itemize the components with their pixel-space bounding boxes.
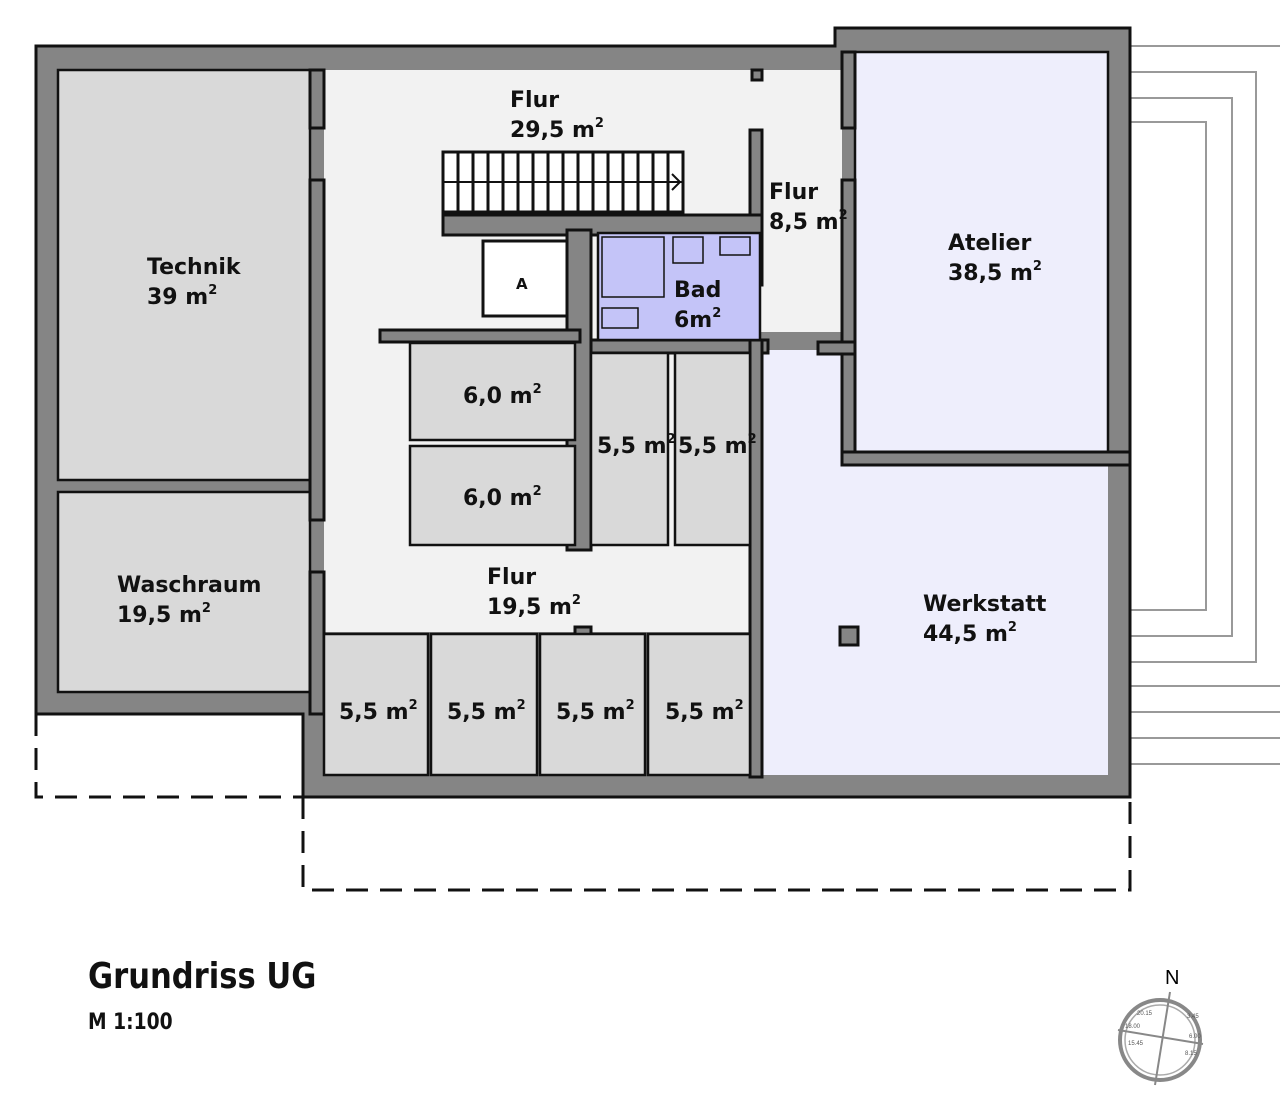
plan-scale: M 1:100 [88,1010,173,1035]
label-lift: A [516,275,528,293]
plan-title: Grundriss UG [88,956,317,997]
compass-north: N [1165,967,1179,989]
room-bad [596,231,762,342]
label-storage-4: 5,5 m2 [678,432,757,459]
label-storage-8: 5,5 m2 [665,698,744,725]
room-waschraum [56,490,312,694]
dashed-outline [34,714,1132,892]
svg-text:8.15: 8.15 [1185,1051,1197,1057]
svg-text:18.00: 18.00 [1125,1024,1141,1030]
svg-text:20.15: 20.15 [1137,1011,1153,1017]
compass-icon: N 20.15 18.00 15.45 3.45 6.00 8.15 [1117,967,1204,1086]
label-storage-3: 5,5 m2 [597,432,676,459]
storage-rooms [322,341,752,777]
label-storage-7: 5,5 m2 [556,698,635,725]
label-storage-2: 6,0 m2 [463,484,542,511]
svg-text:3.45: 3.45 [1187,1014,1199,1020]
room-atelier [853,50,1110,454]
label-storage-6: 5,5 m2 [447,698,526,725]
lift-shaft [481,239,569,318]
label-storage-5: 5,5 m2 [339,698,418,725]
label-storage-1: 6,0 m2 [463,382,542,409]
svg-text:6.00: 6.00 [1189,1034,1201,1040]
terrace-steps [1130,45,1280,765]
svg-text:15.45: 15.45 [1128,1041,1144,1047]
staircase [441,150,685,214]
